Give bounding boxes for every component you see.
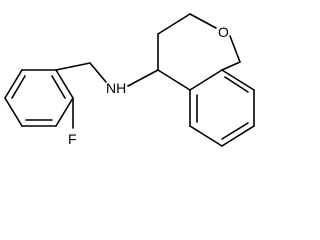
structure-diagram: O NH F — [4, 13, 255, 147]
bond — [189, 125, 223, 147]
ch2-to-n-bond — [89, 62, 107, 83]
bond — [4, 69, 23, 99]
bond — [55, 69, 74, 99]
chroman-benzene-ring — [189, 61, 255, 147]
chroman-pyran-ring — [157, 13, 241, 91]
bond — [55, 97, 74, 127]
bond — [157, 13, 191, 35]
double-bond — [11, 75, 26, 99]
double-bond — [224, 76, 249, 93]
ring-to-ch2-bond — [55, 62, 91, 71]
bond — [221, 125, 255, 147]
nh-label: NH — [106, 80, 126, 96]
bond — [221, 69, 255, 91]
oxygen-label: O — [218, 24, 229, 40]
double-bond — [221, 122, 249, 140]
bond — [4, 97, 23, 127]
double-bond — [51, 75, 66, 99]
bond — [157, 69, 191, 91]
fluorine-label: F — [68, 131, 77, 147]
bond — [189, 13, 217, 29]
fluorobenzene-ring — [4, 69, 74, 127]
bond — [229, 35, 241, 63]
bond — [221, 61, 241, 71]
bond — [189, 69, 223, 91]
molecule-drawing: O NH F — [4, 13, 255, 147]
n-to-c4-bond — [127, 69, 159, 87]
